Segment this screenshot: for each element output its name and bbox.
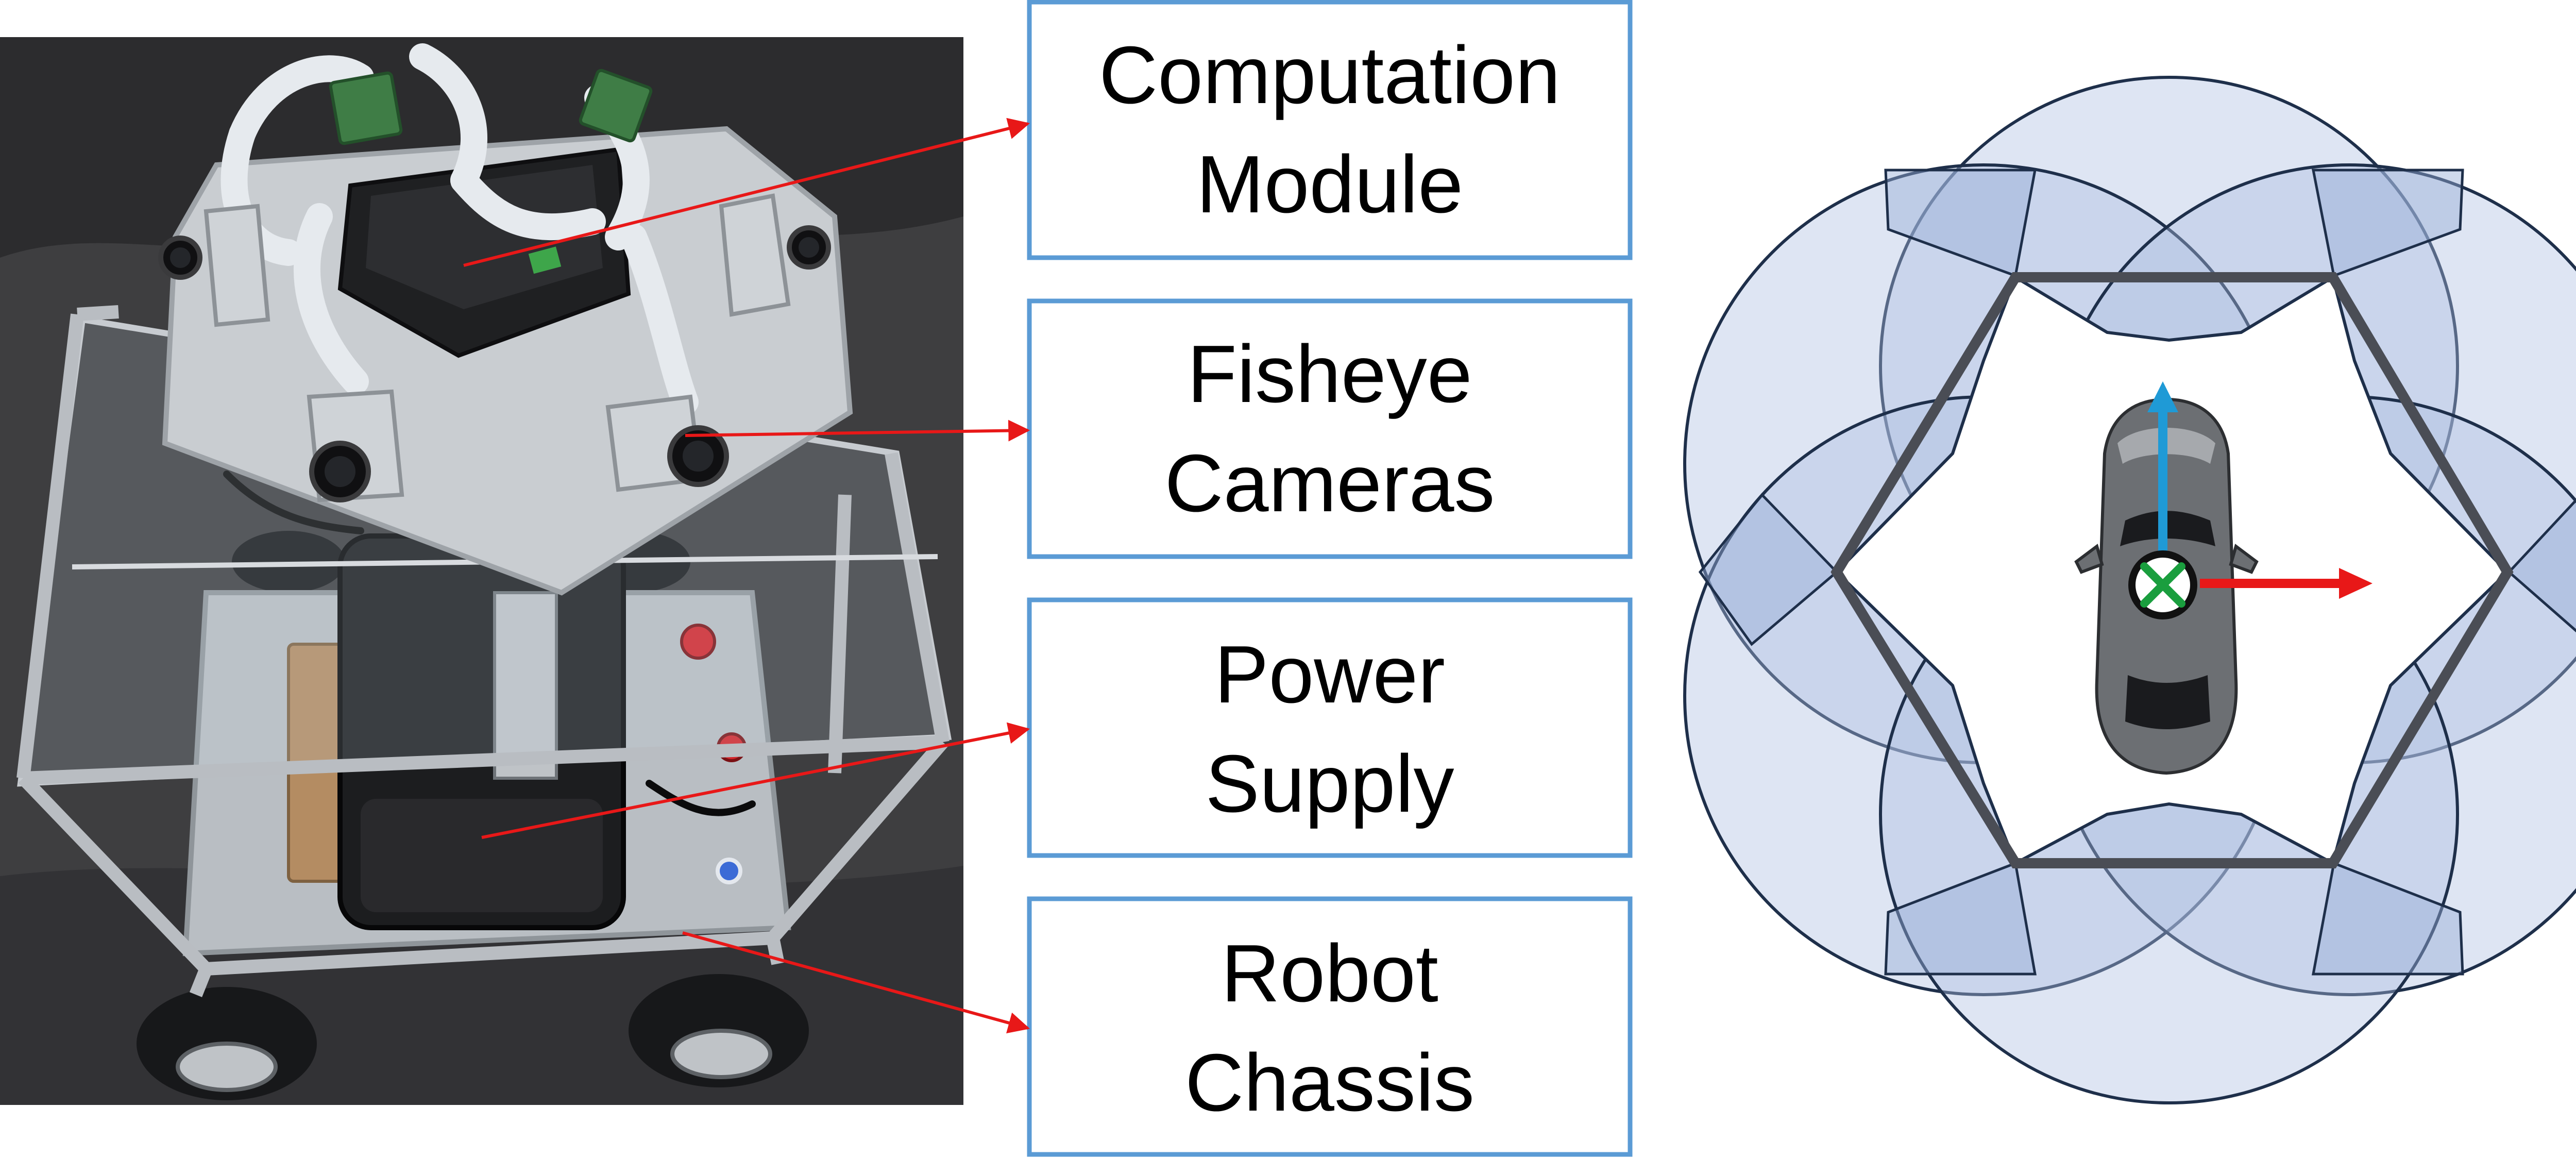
arrow-right-head: [2339, 568, 2372, 599]
label-line: Module: [1196, 139, 1463, 230]
callout-arrow-fisheye: [685, 420, 1030, 442]
label-line: Robot: [1221, 928, 1438, 1019]
camera: [158, 204, 270, 327]
label-fisheye-cameras: Fisheye Cameras: [1027, 298, 1633, 559]
label-line: Cameras: [1165, 438, 1495, 529]
callout-arrow-computation: [463, 118, 1030, 267]
label-line: Chassis: [1185, 1037, 1475, 1128]
fisheye-cameras: [158, 193, 831, 502]
callout-arrow-chassis: [682, 931, 1030, 1034]
robot-photo: [0, 37, 963, 1105]
label-line: Power: [1214, 629, 1445, 720]
label-line: Computation: [1099, 30, 1561, 121]
callout-arrows: [463, 118, 1030, 1034]
estop-button: [680, 624, 716, 660]
label-robot-chassis: Robot Chassis: [1027, 896, 1633, 1157]
computation-module: [337, 147, 631, 358]
circle-x-icon: [2128, 550, 2197, 619]
power-led: [716, 858, 742, 884]
arrow-up-head: [2147, 381, 2178, 412]
fov-diagram: [1683, 76, 2576, 1104]
power-supply: [287, 533, 626, 930]
camera: [719, 193, 831, 317]
callout-arrow-power: [481, 722, 1030, 839]
label-power-supply: Power Supply: [1027, 597, 1633, 858]
label-line: Fisheye: [1187, 329, 1472, 420]
label-computation-module: Computation Module: [1027, 0, 1633, 260]
label-line: Supply: [1205, 739, 1454, 829]
robot-footprint: [1831, 272, 2514, 868]
camera: [307, 389, 404, 502]
camera: [605, 394, 729, 492]
camera-wedges: [1698, 169, 2576, 976]
